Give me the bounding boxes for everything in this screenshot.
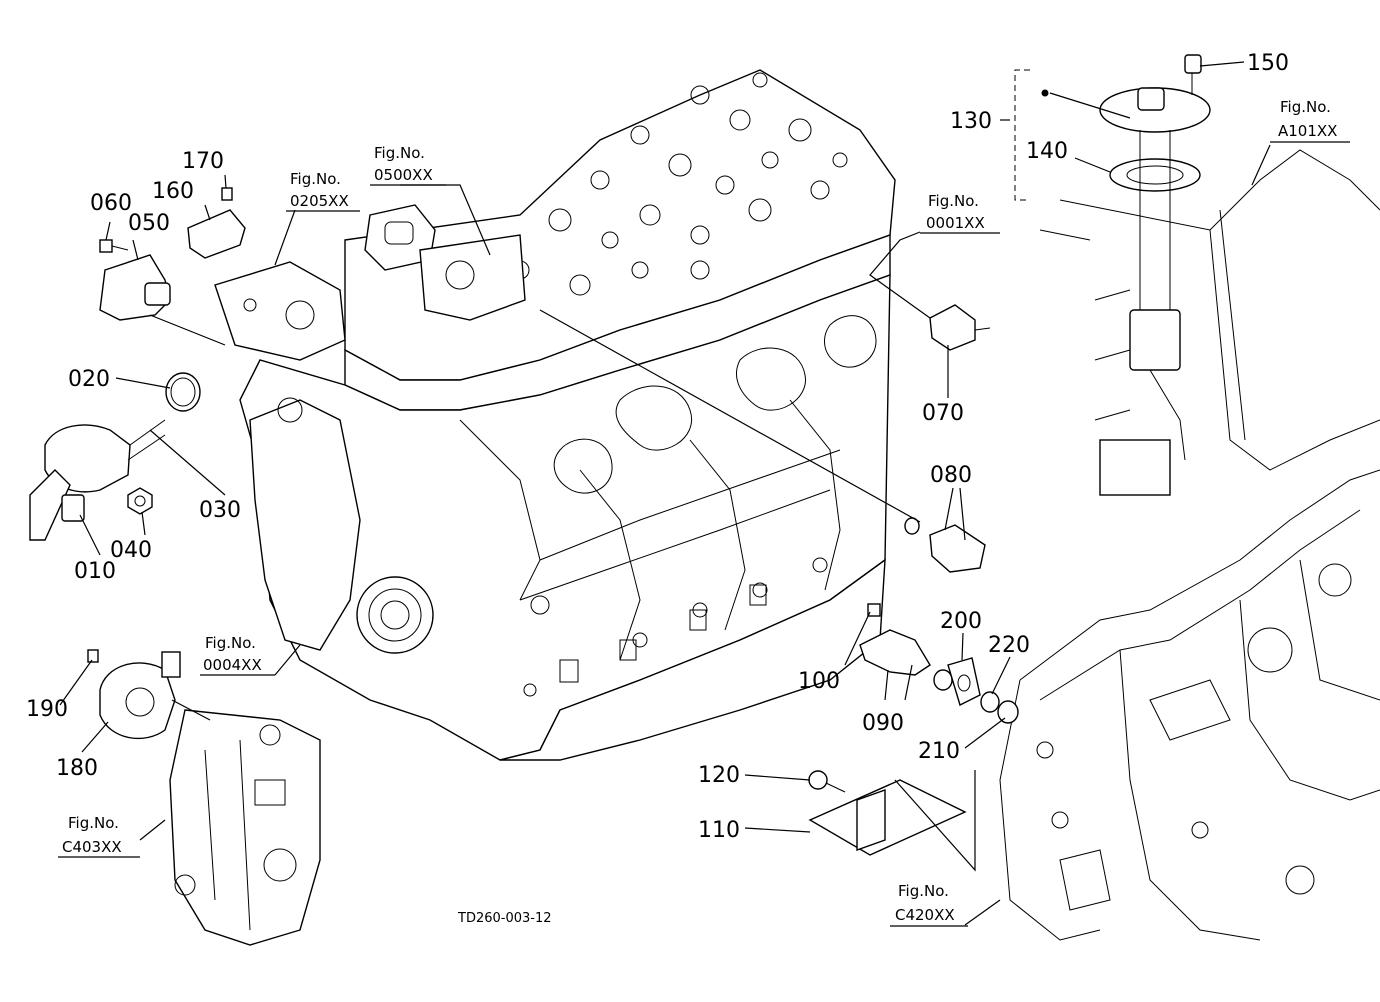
- label-030: 030: [199, 498, 241, 523]
- label-110: 110: [698, 818, 740, 843]
- svg-text:0004XX: 0004XX: [203, 656, 262, 674]
- svg-text:Fig.No.: Fig.No.: [898, 882, 949, 900]
- fig-ref-0001xx: Fig.No. 0001XX: [920, 192, 1000, 234]
- label-010: 010: [74, 559, 116, 584]
- label-080: 080: [930, 463, 972, 488]
- label-070: 070: [922, 401, 964, 426]
- label-020: 020: [68, 367, 110, 392]
- fuel-sender-drawing: [1014, 54, 1380, 496]
- label-170: 170: [182, 149, 224, 174]
- label-190: 190: [26, 697, 68, 722]
- label-150: 150: [1247, 51, 1289, 76]
- svg-text:Fig.No.: Fig.No.: [68, 814, 119, 832]
- label-050: 050: [128, 211, 170, 236]
- label-090: 090: [862, 711, 904, 736]
- svg-text:Fig.No.: Fig.No.: [374, 144, 425, 162]
- diagram-code: TD260-003-12: [457, 911, 552, 926]
- svg-text:Fig.No.: Fig.No.: [928, 192, 979, 210]
- small-parts-drawing: [29, 187, 1019, 856]
- transmission-housing-drawing: [999, 469, 1380, 941]
- svg-text:C420XX: C420XX: [895, 906, 955, 924]
- svg-text:A101XX: A101XX: [1278, 122, 1337, 140]
- svg-text:Fig.No.: Fig.No.: [290, 170, 341, 188]
- fig-ref-c403xx: Fig.No. C403XX: [58, 814, 140, 858]
- label-140: 140: [1026, 139, 1068, 164]
- fig-ref-a101xx: Fig.No. A101XX: [1270, 98, 1350, 143]
- label-040: 040: [110, 538, 152, 563]
- label-060: 060: [90, 191, 132, 216]
- svg-text:C403XX: C403XX: [62, 838, 122, 856]
- fig-ref-0205xx: Fig.No. 0205XX: [286, 170, 360, 212]
- part-number-labels: 010 020 030 040 050 060 070 080 090 100 …: [26, 51, 1289, 843]
- fig-ref-c420xx: Fig.No. C420XX: [890, 882, 968, 927]
- label-220: 220: [988, 633, 1030, 658]
- fig-ref-0500xx: Fig.No. 0500XX: [370, 144, 446, 186]
- svg-text:0001XX: 0001XX: [926, 214, 985, 232]
- label-210: 210: [918, 739, 960, 764]
- label-180: 180: [56, 756, 98, 781]
- label-130: 130: [950, 109, 992, 134]
- figure-reference-labels: Fig.No. 0205XX Fig.No. 0500XX Fig.No. 00…: [58, 98, 1350, 927]
- fig-ref-0004xx: Fig.No. 0004XX: [200, 634, 275, 676]
- svg-text:Fig.No.: Fig.No.: [205, 634, 256, 652]
- label-100: 100: [798, 669, 840, 694]
- svg-text:Fig.No.: Fig.No.: [1280, 98, 1331, 116]
- engine-block-drawing: [214, 69, 896, 761]
- pump-housing-drawing: [169, 709, 321, 946]
- svg-text:0205XX: 0205XX: [290, 192, 349, 210]
- svg-text:0500XX: 0500XX: [374, 166, 433, 184]
- label-160: 160: [152, 179, 194, 204]
- label-120: 120: [698, 763, 740, 788]
- label-200: 200: [940, 609, 982, 634]
